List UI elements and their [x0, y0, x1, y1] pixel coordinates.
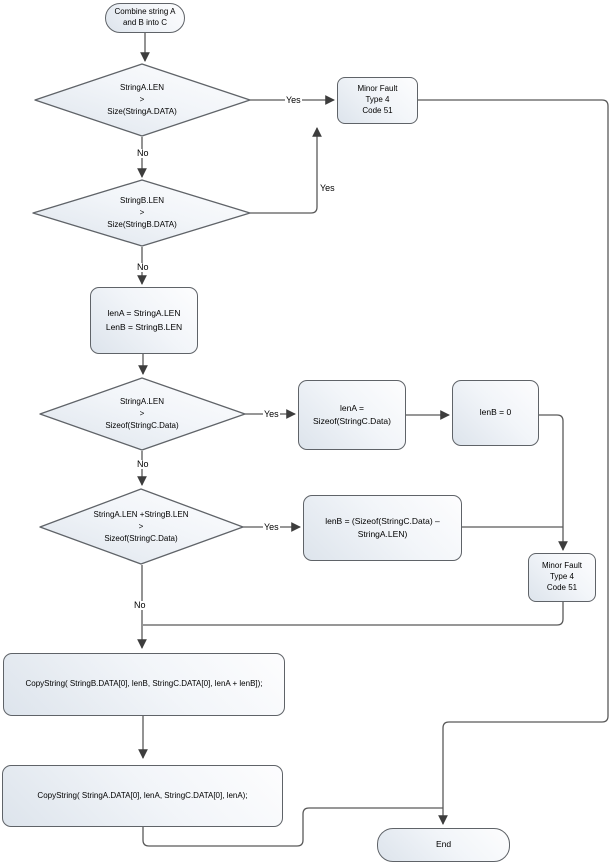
end-terminator: End — [377, 828, 510, 862]
copy-string-a-box: CopyString( StringA.DATA[0], lenA, Strin… — [2, 765, 283, 827]
edge-label-yes-decision-a: Yes — [285, 95, 302, 105]
edge-label-yes-decision-b: Yes — [319, 183, 336, 193]
decision-b-diamond — [32, 179, 251, 247]
edge-label-no-decision-b: No — [136, 262, 150, 272]
edge-lenb-zero-to-fault-right — [539, 414, 568, 551]
decision-ab-overflow-label: StringA.LEN +StringB.LEN > Sizeof(String… — [93, 510, 189, 543]
decision-b-label: StringB.LEN > Size(StringB.DATA) — [107, 196, 177, 229]
assign-lengths-box: lenA = StringA.LEN LenB = StringB.LEN — [90, 287, 198, 354]
edge-label-yes-decision-ab-overflow: Yes — [263, 522, 280, 532]
assign-lenb-remainder-box: lenB = (Sizeof(StringC.Data) – StringA.L… — [303, 495, 462, 561]
decision-a-diamond — [34, 63, 251, 137]
edge-label-yes-decision-a-overflow: Yes — [263, 409, 280, 419]
start-terminator: Combine string A and B into C — [105, 3, 185, 33]
assign-lena-max-box: lenA = Sizeof(StringC.Data) — [298, 380, 406, 450]
edge-copya-to-end — [142, 807, 443, 847]
edge-fault-right-return — [143, 602, 564, 626]
edge-decision-b-yes — [250, 127, 322, 214]
edge-label-no-decision-ab-overflow: No — [133, 600, 147, 610]
fault-top-box: Minor Fault Type 4 Code 51 — [337, 77, 418, 124]
edge-fault-top-to-end — [418, 99, 609, 825]
decision-ab-overflow-diamond — [39, 488, 244, 565]
edge-label-no-decision-a: No — [136, 148, 150, 158]
assign-lenb-zero-box: lenB = 0 — [452, 380, 539, 446]
copy-string-b-box: CopyString( StringB.DATA[0], lenB, Strin… — [3, 653, 285, 716]
decision-a-label: StringA.LEN > Size(StringA.DATA) — [107, 83, 177, 116]
edge-label-no-decision-a-overflow: No — [136, 459, 150, 469]
decision-a-overflow-diamond — [39, 377, 246, 451]
fault-right-box: Minor Fault Type 4 Code 51 — [528, 553, 596, 602]
decision-a-overflow-label: StringA.LEN > Sizeof(StringC.Data) — [105, 397, 179, 430]
